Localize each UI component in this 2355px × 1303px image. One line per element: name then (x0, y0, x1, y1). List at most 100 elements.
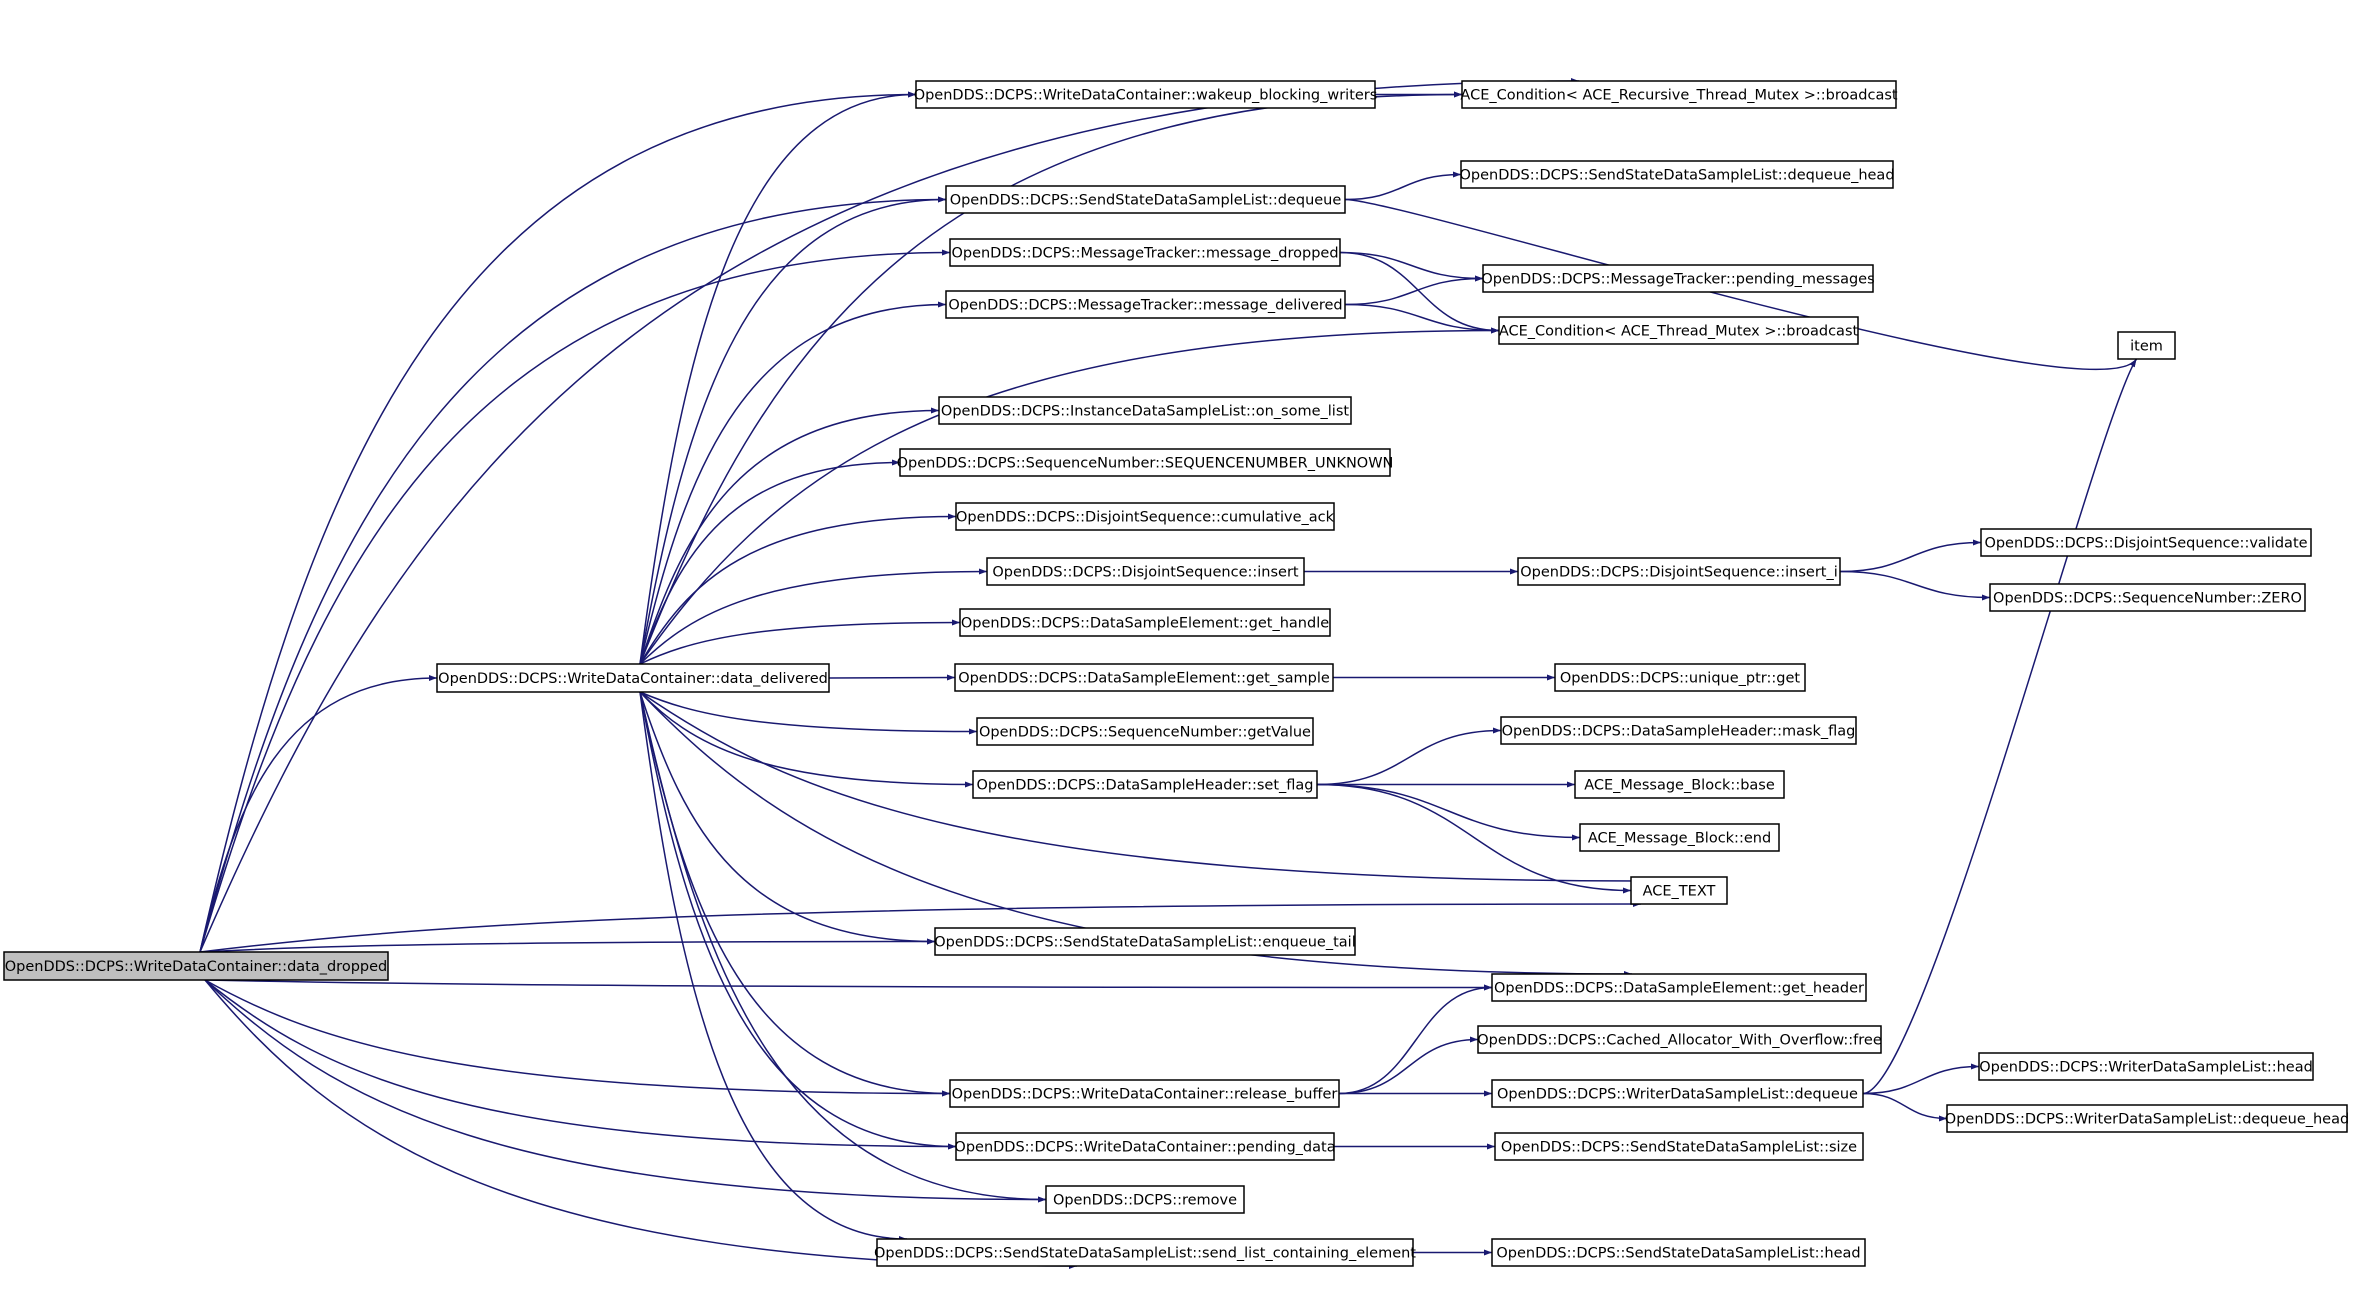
node-unique-ptr-get[interactable]: OpenDDS::DCPS::unique_ptr::get (1554, 663, 1806, 692)
node-label: OpenDDS::DCPS::DisjointSequence::validat… (1984, 536, 2307, 552)
node-sn-getvalue[interactable]: OpenDDS::DCPS::SequenceNumber::getValue (976, 717, 1314, 746)
node-box (976, 717, 1314, 746)
node-box (1491, 1238, 1866, 1267)
node-ssdsl-dequeue[interactable]: OpenDDS::DCPS::SendStateDataSampleList::… (945, 185, 1346, 214)
node-amb-base[interactable]: ACE_Message_Block::base (1574, 770, 1785, 799)
node-idsl-on-some-list[interactable]: OpenDDS::DCPS::InstanceDataSampleList::o… (938, 396, 1352, 425)
node-dse-get-sample[interactable]: OpenDDS::DCPS::DataSampleElement::get_sa… (954, 663, 1334, 692)
node-label: OpenDDS::DCPS::DataSampleHeader::mask_fl… (1502, 724, 1856, 740)
node-label: OpenDDS::DCPS::DisjointSequence::insert_… (1520, 565, 1838, 581)
node-ssdsl-send-list[interactable]: OpenDDS::DCPS::SendStateDataSampleList::… (874, 1238, 1416, 1267)
call-edge-dsh-set-flag-to-ace-text (1316, 783, 1632, 894)
call-edge-mt-message-dropped-to-mt-pending-messages (1339, 251, 1484, 282)
node-ds-insert[interactable]: OpenDDS::DCPS::DisjointSequence::insert (986, 557, 1305, 586)
node-box (938, 396, 1352, 425)
call-edge-ds-insert-i-to-ds-validate (1839, 539, 1982, 573)
node-label: OpenDDS::DCPS::WriteDataContainer::pendi… (954, 1140, 1335, 1156)
node-label: item (2130, 339, 2163, 355)
node-box (1477, 1025, 1882, 1054)
node-dsh-mask-flag[interactable]: OpenDDS::DCPS::DataSampleHeader::mask_fl… (1500, 716, 1857, 745)
node-ssdsl-dequeue-head[interactable]: OpenDDS::DCPS::SendStateDataSampleList::… (1459, 160, 1895, 189)
node-box (972, 770, 1318, 799)
call-edge-data-dropped-to-wakeup-blocking-writers (199, 91, 917, 953)
node-mt-pending-messages[interactable]: OpenDDS::DCPS::MessageTracker::pending_m… (1481, 264, 1875, 293)
call-edge-ssdsl-dequeue-to-ssdsl-dequeue-head (1344, 171, 1462, 201)
call-edge-ds-insert-i-to-sn-zero (1839, 570, 1991, 601)
node-amb-end[interactable]: ACE_Message_Block::end (1579, 823, 1780, 852)
node-cawo-free[interactable]: OpenDDS::DCPS::Cached_Allocator_With_Ove… (1477, 1025, 1882, 1054)
call-edge-data-dropped-to-dcps-remove (204, 979, 1047, 1203)
node-item[interactable]: item (2117, 331, 2176, 360)
node-dse-get-handle[interactable]: OpenDDS::DCPS::DataSampleElement::get_ha… (959, 608, 1331, 637)
node-data-dropped[interactable]: OpenDDS::DCPS::WriteDataContainer::data_… (3, 951, 389, 981)
node-ssdsl-head[interactable]: OpenDDS::DCPS::SendStateDataSampleList::… (1491, 1238, 1866, 1267)
node-label: OpenDDS::DCPS::SequenceNumber::ZERO (1993, 591, 2302, 607)
node-mt-message-dropped[interactable]: OpenDDS::DCPS::MessageTracker::message_d… (949, 238, 1341, 267)
node-label: OpenDDS::DCPS::Cached_Allocator_With_Ove… (1477, 1033, 1882, 1049)
node-ssdsl-size[interactable]: OpenDDS::DCPS::SendStateDataSampleList::… (1494, 1132, 1864, 1161)
node-box (954, 663, 1334, 692)
node-wdc-release-buffer[interactable]: OpenDDS::DCPS::WriteDataContainer::relea… (949, 1079, 1340, 1108)
node-label: OpenDDS::DCPS::DisjointSequence::insert (992, 565, 1299, 581)
node-box (1946, 1104, 2348, 1133)
node-box (915, 80, 1376, 109)
call-edge-wdc-release-buffer-to-dse-get-header (1338, 984, 1493, 1095)
node-box (949, 1079, 1340, 1108)
node-box (1460, 160, 1894, 189)
node-box (436, 663, 830, 693)
node-sn-zero[interactable]: OpenDDS::DCPS::SequenceNumber::ZERO (1989, 583, 2306, 612)
call-edge-data-delivered-to-wakeup-blocking-writers (639, 91, 917, 665)
node-box (1579, 823, 1780, 852)
node-label: OpenDDS::DCPS::MessageTracker::message_d… (951, 246, 1338, 262)
call-edge-wdsl-dequeue-to-wdsl-dequeue-head (1862, 1092, 1948, 1122)
node-ssdsl-enqueue-tail[interactable]: OpenDDS::DCPS::SendStateDataSampleList::… (934, 927, 1356, 956)
node-wdsl-head[interactable]: OpenDDS::DCPS::WriterDataSampleList::hea… (1978, 1052, 2314, 1081)
call-edge-data-dropped-to-wdc-pending-data (204, 979, 957, 1150)
call-edge-data-dropped-to-ssdsl-enqueue-tail (199, 938, 936, 953)
node-box (1978, 1052, 2314, 1081)
call-edge-data-delivered-to-dse-get-sample (828, 674, 956, 681)
node-box (3, 951, 389, 981)
node-box (1498, 316, 1859, 345)
call-edge-data-dropped-to-ace-recursive-broadcast (199, 77, 1580, 953)
node-ace-recursive-broadcast[interactable]: ACE_Condition< ACE_Recursive_Thread_Mute… (1460, 80, 1898, 109)
call-edge-dsh-set-flag-to-dsh-mask-flag (1316, 727, 1502, 786)
node-box (1500, 716, 1857, 745)
call-edge-data-delivered-to-wdc-pending-data (639, 691, 957, 1150)
node-ds-insert-i[interactable]: OpenDDS::DCPS::DisjointSequence::insert_… (1517, 557, 1841, 586)
node-mt-message-delivered[interactable]: OpenDDS::DCPS::MessageTracker::message_d… (945, 290, 1346, 319)
node-dse-get-header[interactable]: OpenDDS::DCPS::DataSampleElement::get_he… (1491, 973, 1867, 1002)
call-edge-data-dropped-to-ace-text (199, 900, 1642, 953)
call-edge-data-dropped-to-dse-get-header (204, 979, 1493, 991)
node-dcps-remove[interactable]: OpenDDS::DCPS::remove (1045, 1185, 1245, 1214)
node-ace-thread-broadcast[interactable]: ACE_Condition< ACE_Thread_Mutex >::broad… (1498, 316, 1859, 345)
call-edge-data-delivered-to-ssdsl-dequeue (639, 196, 947, 665)
node-wdc-pending-data[interactable]: OpenDDS::DCPS::WriteDataContainer::pendi… (954, 1132, 1336, 1161)
node-box (986, 557, 1305, 586)
node-dsh-set-flag[interactable]: OpenDDS::DCPS::DataSampleHeader::set_fla… (972, 770, 1318, 799)
call-edge-data-dropped-to-ssdsl-send-list (204, 979, 1078, 1270)
node-box (959, 608, 1331, 637)
call-edge-data-delivered-to-dse-get-handle (639, 619, 961, 665)
node-label: OpenDDS::DCPS::unique_ptr::get (1560, 671, 1801, 687)
node-ds-validate[interactable]: OpenDDS::DCPS::DisjointSequence::validat… (1980, 528, 2312, 557)
node-wdsl-dequeue[interactable]: OpenDDS::DCPS::WriterDataSampleList::deq… (1491, 1079, 1864, 1108)
node-box (1491, 973, 1867, 1002)
node-wdsl-dequeue-head[interactable]: OpenDDS::DCPS::WriterDataSampleList::deq… (1945, 1104, 2349, 1133)
node-wakeup-blocking-writers[interactable]: OpenDDS::DCPS::WriteDataContainer::wakeu… (914, 80, 1378, 109)
node-sn-unknown[interactable]: OpenDDS::DCPS::SequenceNumber::SEQUENCEN… (897, 448, 1394, 477)
node-data-delivered[interactable]: OpenDDS::DCPS::WriteDataContainer::data_… (436, 663, 830, 693)
call-edge-data-delivered-to-ace-text (639, 691, 1642, 885)
node-box (949, 238, 1341, 267)
node-box (876, 1238, 1414, 1267)
node-label: OpenDDS::DCPS::WriterDataSampleList::hea… (1979, 1060, 2313, 1076)
call-edge-data-delivered-to-dsh-set-flag (639, 691, 974, 788)
node-ace-text[interactable]: ACE_TEXT (1630, 876, 1728, 905)
call-edge-wdsl-dequeue-to-item (1862, 358, 2138, 1095)
node-box (1574, 770, 1785, 799)
node-box (934, 927, 1356, 956)
node-ds-cumulative-ack[interactable]: OpenDDS::DCPS::DisjointSequence::cumulat… (955, 502, 1335, 531)
call-edge-data-delivered-to-dcps-remove (639, 691, 1047, 1203)
node-box (955, 1132, 1335, 1161)
node-label: OpenDDS::DCPS::WriterDataSampleList::deq… (1497, 1087, 1858, 1103)
